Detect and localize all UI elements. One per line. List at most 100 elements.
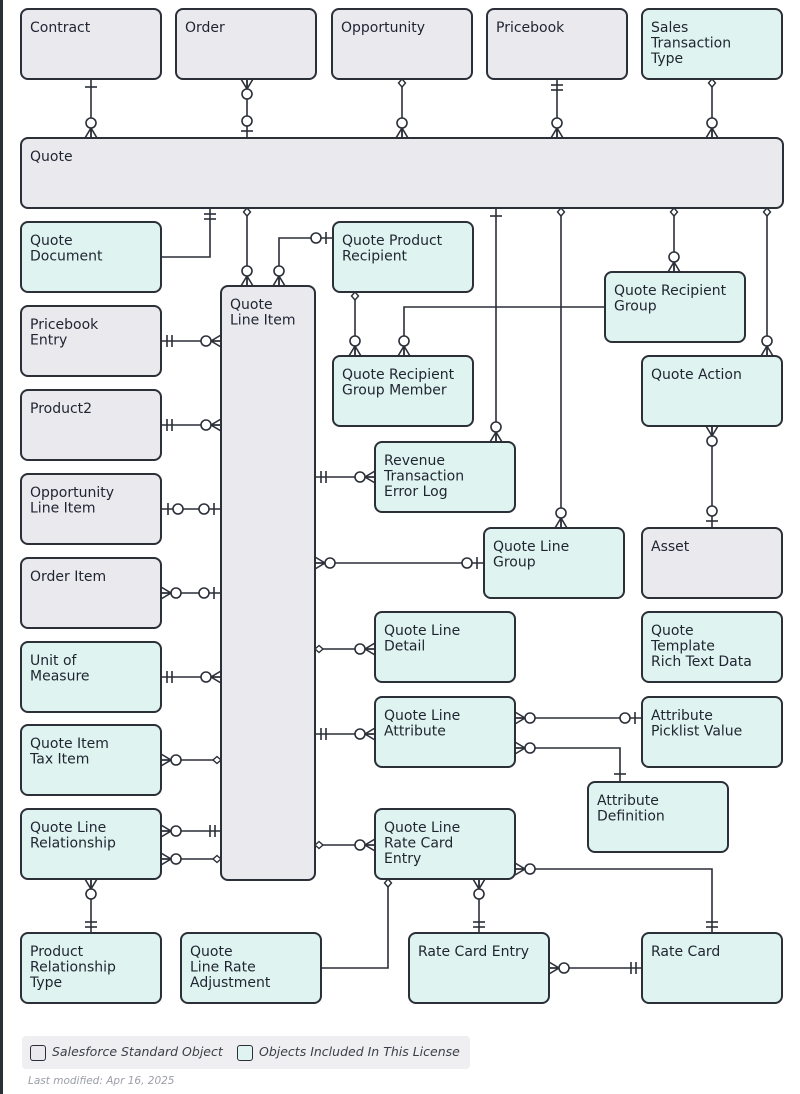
entity-box-quote-line-attribute bbox=[374, 696, 516, 768]
entity-label-quote-product-recipient: Recipient bbox=[342, 249, 408, 265]
entity-box-asset bbox=[641, 527, 783, 599]
entity-box-order-item bbox=[20, 557, 162, 629]
entity-label-quote-recipient-group-member: Quote Recipient bbox=[342, 367, 455, 383]
cardinality-circle bbox=[558, 962, 570, 974]
entity-label-pricebook: Pricebook bbox=[496, 20, 565, 36]
entity-label-quote-item-tax-item: Quote Item bbox=[30, 736, 109, 752]
diamond-marker bbox=[350, 290, 360, 302]
entity-label-quote-template-rich-text-data: Rich Text Data bbox=[651, 654, 752, 670]
crow-foot bbox=[160, 824, 173, 838]
diamond-marker bbox=[707, 77, 717, 89]
relationship-lines bbox=[84, 77, 774, 975]
entity-label-quote-line-rate-adjustment: Quote bbox=[190, 944, 233, 960]
entity-label-quote-action: Quote Action bbox=[651, 367, 742, 383]
entity-label-unit-of-measure: Unit of bbox=[30, 653, 78, 669]
crow-foot bbox=[705, 126, 719, 139]
diamond-marker bbox=[669, 206, 679, 218]
cardinality-circle bbox=[170, 754, 182, 766]
entity-label-sales-transaction-type: Type bbox=[650, 51, 683, 67]
crow-foot bbox=[550, 126, 564, 139]
crow-foot bbox=[514, 711, 527, 725]
entity-label-revenue-transaction-error-log: Revenue bbox=[384, 453, 445, 469]
cardinality-circle bbox=[668, 251, 680, 263]
cardinality-circle bbox=[198, 587, 210, 599]
entity-box-opportunity bbox=[331, 8, 473, 80]
entity-label-asset: Asset bbox=[651, 539, 690, 555]
cardinality-circle bbox=[490, 421, 502, 433]
entity-label-pricebook-entry: Entry bbox=[30, 333, 67, 349]
entity-quote-action: Quote Action bbox=[641, 355, 783, 427]
entity-label-quote-recipient-group: Quote Recipient bbox=[614, 283, 727, 299]
legend-swatch-standard bbox=[30, 1045, 46, 1061]
crow-foot bbox=[240, 78, 254, 91]
cardinality-circle bbox=[170, 825, 182, 837]
entity-label-contract: Contract bbox=[30, 20, 91, 36]
cardinality-circle bbox=[551, 117, 563, 129]
entity-label-quote-line-rate-card-entry: Rate Card bbox=[384, 836, 453, 852]
entity-label-rate-card: Rate Card bbox=[651, 944, 720, 960]
cardinality-circle bbox=[461, 557, 473, 569]
cardinality-circle bbox=[200, 335, 212, 347]
entity-label-quote-line-group: Group bbox=[493, 555, 536, 571]
entity-label-quote-line-rate-adjustment: Adjustment bbox=[190, 975, 271, 991]
entity-box-quote-action bbox=[641, 355, 783, 427]
entity-label-product-relationship-type: Type bbox=[29, 975, 62, 991]
cardinality-circle bbox=[555, 507, 567, 519]
diamond-marker bbox=[211, 755, 223, 765]
relationship-line bbox=[321, 879, 389, 969]
entity-box-quote-line-rate-card-entry bbox=[374, 808, 516, 880]
cardinality-circle bbox=[354, 471, 366, 483]
diamond-marker bbox=[313, 840, 325, 850]
entity-box-revenue-transaction-error-log bbox=[374, 441, 516, 513]
entity-box-quote-product-recipient bbox=[332, 221, 474, 293]
entity-box-quote-line-relationship bbox=[20, 808, 162, 880]
cardinality-circle bbox=[310, 232, 322, 244]
entity-label-quote-line-item: Quote bbox=[230, 297, 273, 313]
legend-label-standard: Salesforce Standard Object bbox=[52, 1044, 223, 1059]
crow-foot bbox=[240, 274, 254, 287]
relationship-line bbox=[403, 306, 605, 356]
cardinality-circle bbox=[241, 88, 253, 100]
cardinality-circle bbox=[172, 503, 184, 515]
entity-box-unit-of-measure bbox=[20, 641, 162, 713]
entity-label-sales-transaction-type: Sales bbox=[651, 20, 688, 36]
entity-rate-card-entry: Rate Card Entry bbox=[408, 932, 550, 1004]
relationship-line bbox=[515, 747, 621, 782]
entity-label-attribute-definition: Attribute bbox=[597, 793, 659, 809]
crow-foot bbox=[209, 670, 222, 684]
cardinality-circle bbox=[706, 117, 718, 129]
cardinality-circle bbox=[354, 643, 366, 655]
entity-label-quote-line-detail: Quote Line bbox=[384, 623, 460, 639]
entity-box-quote-line-detail bbox=[374, 611, 516, 683]
entity-box-quote-document bbox=[20, 221, 162, 293]
cardinality-circle bbox=[354, 728, 366, 740]
crow-foot bbox=[397, 344, 411, 357]
cardinality-circle bbox=[524, 863, 536, 875]
entity-box-sales-transaction-type bbox=[641, 8, 783, 80]
entity-label-revenue-transaction-error-log: Error Log bbox=[384, 484, 448, 500]
entity-label-quote-line-rate-card-entry: Entry bbox=[384, 851, 421, 867]
entity-label-rate-card-entry: Rate Card Entry bbox=[418, 944, 529, 960]
entity-label-order-item: Order Item bbox=[30, 569, 106, 585]
entity-box-rate-card bbox=[641, 932, 783, 1004]
cardinality-circle bbox=[619, 712, 631, 724]
entity-label-quote-line-rate-adjustment: Line Rate bbox=[190, 960, 256, 976]
cardinality-circle bbox=[85, 117, 97, 129]
crow-foot bbox=[514, 741, 527, 755]
entity-label-quote-template-rich-text-data: Quote bbox=[651, 623, 694, 639]
entity-box-order bbox=[175, 8, 317, 80]
crow-foot bbox=[209, 418, 222, 432]
cardinality-circle bbox=[273, 265, 285, 277]
